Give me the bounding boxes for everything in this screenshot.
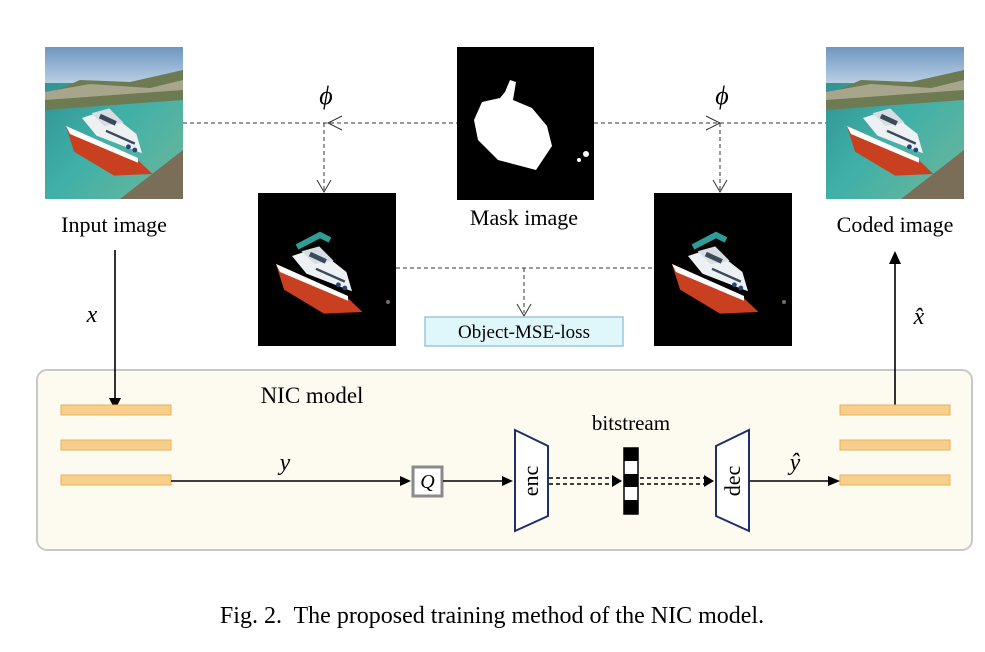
coded-image — [826, 47, 964, 199]
masked-coded-image — [654, 193, 792, 346]
input-image-label: Input image — [61, 212, 167, 237]
mask-connections — [183, 122, 826, 313]
bitstream-label: bitstream — [592, 411, 670, 435]
x-arrowhead — [109, 398, 121, 410]
object-mse-loss-box: Object-MSE-loss — [424, 316, 624, 347]
encoder-label: enc — [518, 466, 543, 497]
nic-model-label: NIC model — [261, 383, 364, 408]
encoder-feature-bars — [60, 404, 172, 486]
decoder-feature-bars — [839, 404, 951, 486]
xhat-arrowhead — [889, 251, 901, 264]
object-mse-loss-label: Object-MSE-loss — [458, 322, 590, 343]
masked-input-image — [258, 193, 396, 346]
mask-image-label: Mask image — [470, 205, 578, 230]
coded-image-label: Coded image — [837, 212, 954, 237]
quantizer-box: Q — [411, 465, 444, 498]
nic-model-container — [36, 369, 973, 551]
x-label: x — [86, 302, 98, 328]
encoder-block: enc — [514, 428, 549, 533]
enc-to-bitstream-line — [549, 477, 612, 485]
mask-arrowheads — [316, 115, 728, 317]
input-image — [45, 47, 183, 199]
enc-to-bitstream-arrowhead — [612, 475, 622, 487]
y-label: y — [278, 450, 291, 476]
bitstream-to-dec-line — [640, 477, 705, 485]
y-arrowhead — [400, 476, 411, 486]
yhat-label: ŷ — [788, 450, 801, 476]
phi-right-label: ϕ — [715, 81, 728, 110]
figure-caption: Fig. 2. The proposed training method of … — [220, 603, 764, 629]
bitstream-bar — [623, 447, 639, 515]
bitstream-to-dec-arrowhead — [704, 475, 714, 487]
decoder-block: dec — [715, 428, 750, 533]
decoder-label: dec — [720, 466, 745, 497]
quantizer-label: Q — [420, 471, 435, 493]
q-to-enc-arrowhead — [502, 476, 513, 486]
xhat-label: x̂ — [913, 304, 925, 330]
phi-left-label: ϕ — [319, 81, 332, 110]
yhat-arrowhead — [828, 476, 840, 486]
mask-image — [457, 47, 594, 200]
